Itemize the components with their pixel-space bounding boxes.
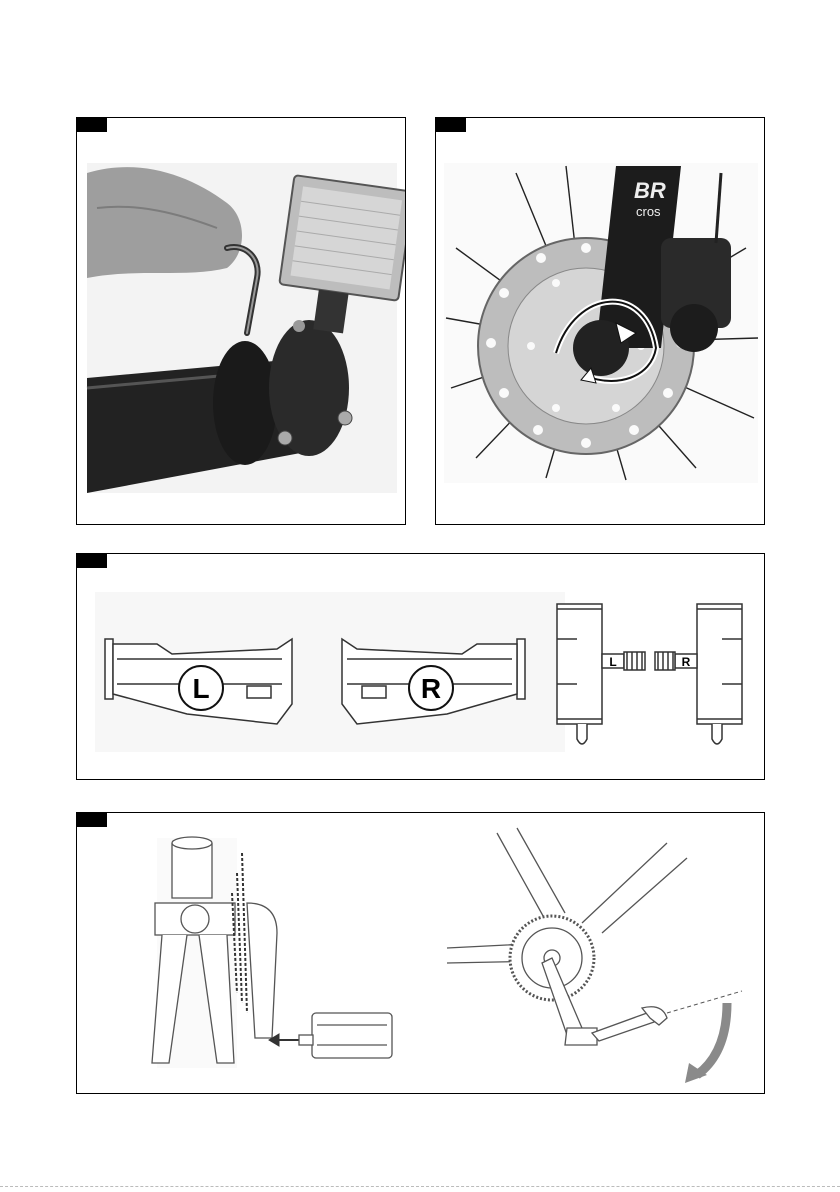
figure-3-pedal-diagram: L R L R [77, 554, 765, 780]
figure-1-panel [76, 117, 406, 525]
figure-4-panel [76, 812, 765, 1094]
pedal-left-label: L [192, 673, 209, 704]
right-pedal-side-view [655, 604, 742, 744]
axle-right-label: R [682, 655, 691, 669]
figure-1-photo-reflector [77, 118, 406, 525]
figure-2-photo-disc-brake: BR cros [436, 118, 765, 525]
figure-4-pedal-install-diagram [77, 813, 765, 1094]
pedal-small-drawing [299, 1013, 392, 1058]
crank-frame-drawing [152, 837, 277, 1068]
wrench-rotation-arrow [697, 1003, 727, 1075]
left-pedal-side-view [557, 604, 645, 744]
chainring-wrench-drawing [447, 828, 687, 1045]
figure-3-panel: L R L R [76, 553, 765, 780]
fork-brand-text: BR [634, 178, 666, 203]
pedal-right-label: R [421, 673, 441, 704]
page-bottom-rule [0, 1186, 840, 1188]
figure-2-panel: BR cros [435, 117, 765, 525]
fork-brand-text-2: cros [636, 204, 661, 219]
axle-left-label: L [609, 655, 616, 669]
